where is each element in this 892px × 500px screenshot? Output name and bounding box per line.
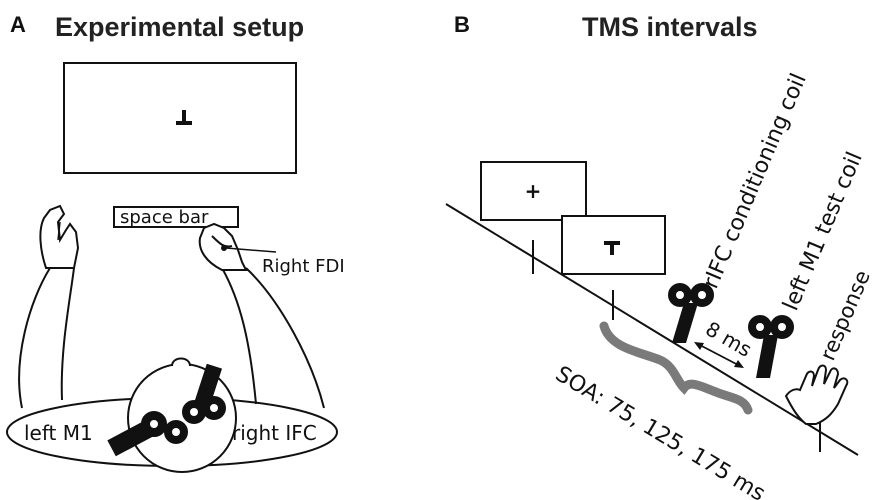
rifc-coil-icon [668,283,714,343]
fdi-lead-line [225,247,277,253]
interval-arrow [694,342,744,368]
panel-b-letter: B [454,12,470,37]
response-hand-icon [784,364,849,425]
left-arm-outer [18,267,51,409]
left-hand [39,204,80,269]
interval-label: 8 ms [702,317,756,362]
rifc-coil-label: rIFC conditioning coil [699,70,812,292]
monitor-screen [63,62,297,174]
t-stimulus-icon [604,241,620,255]
panel-a-title: Experimental setup [55,12,304,42]
inverted-t-stimulus [176,110,192,125]
left-m1-label: left M1 [24,421,93,445]
fixation-symbol: + [525,179,542,203]
left-arm-inner [60,267,75,401]
right-ifc-coil-icon [182,363,226,424]
response-label: response [816,267,875,364]
panel-b-title: TMS intervals [582,12,758,42]
soa-brace [599,321,753,415]
fdi-electrode [221,245,227,251]
space-bar-label: space bar [120,207,209,228]
panel-a-letter: A [10,12,26,37]
right-index-finger [211,235,233,248]
right-arm-inner [221,267,257,405]
right-fdi-label: Right FDI [262,256,345,277]
left-m1-coil-icon [107,411,188,457]
soa-label: SOA: 75, 125, 175 ms [551,362,769,500]
panel-b: B TMS intervals + [445,12,875,500]
m1-coil-icon [748,315,794,378]
time-axis [445,203,859,456]
right-ifc-label: right IFC [232,421,317,445]
fixation-screen [480,161,587,221]
space-bar [113,206,239,228]
nose [171,357,191,367]
panel-a: A Experimental setup space bar Right FDI [6,12,345,473]
right-arm-outer [245,267,325,409]
